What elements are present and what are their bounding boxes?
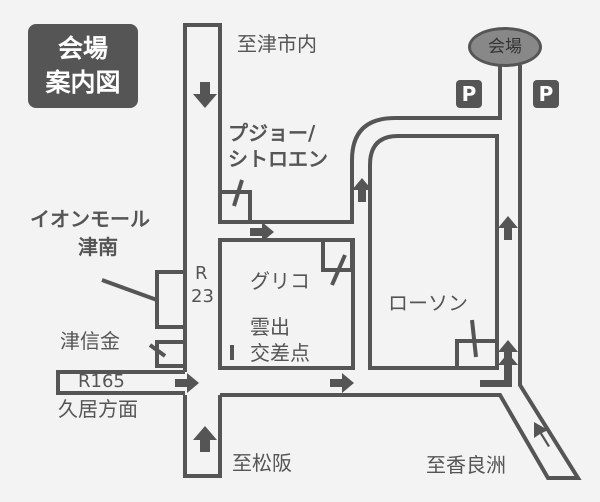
building-glico: [321, 238, 354, 272]
label-r23-2: 23: [191, 286, 214, 307]
arrow-right-icon: [175, 373, 199, 393]
block-lawson: [368, 134, 499, 370]
venue-marker: 会場: [468, 27, 542, 67]
block-glico: [218, 238, 355, 370]
building-peugeot: [218, 190, 252, 224]
arrow-down-icon: [193, 82, 217, 108]
parking-icon: P: [533, 80, 559, 108]
title-line-1: 会場: [57, 34, 108, 63]
label-tsu-shinkin: 津信金: [60, 329, 120, 353]
label-aeon-1: イオンモール: [30, 207, 150, 231]
label-r23-1: R: [195, 263, 208, 284]
arrow-up-icon: [498, 216, 518, 240]
label-to-matsusaka: 至松阪: [232, 451, 292, 475]
label-lawson: ローソン: [388, 291, 468, 315]
label-hisai: 久居方面: [58, 397, 138, 421]
road-r165: [56, 370, 185, 395]
arrow-up-icon: [352, 178, 372, 202]
label-kumoide-1: 雲出: [250, 315, 290, 339]
map-title: 会場 案内図: [28, 24, 138, 108]
label-to-tsu-city: 至津市内: [237, 32, 317, 56]
label-aeon-2: 津南: [78, 235, 118, 259]
turn-arrow-icon: [480, 353, 518, 387]
label-to-kohrasu: 至香良洲: [426, 453, 506, 477]
arrow-right-icon: [250, 222, 274, 242]
title-line-2: 案内図: [45, 68, 121, 97]
road-upper: [220, 65, 502, 224]
road-r23: [183, 23, 222, 372]
arrow-up-icon: [193, 426, 217, 452]
label-r165: R165: [78, 371, 125, 392]
arrow-right-icon: [330, 373, 354, 393]
road-r23-bottom: [183, 395, 222, 478]
parking-icon: P: [456, 80, 482, 108]
arrow-diagonal-icon: [534, 422, 550, 447]
building-tsu-shinkin: [155, 340, 187, 368]
arrow-up-icon: [498, 340, 518, 362]
label-peugeot-2: シトロエン: [228, 147, 328, 171]
label-kumoide-2: 交差点: [250, 341, 310, 365]
building-lawson: [455, 339, 499, 370]
label-peugeot-1: プジョー/: [228, 121, 316, 145]
road-right: [220, 65, 582, 480]
label-glico: グリコ: [250, 269, 310, 293]
building-aeon: [155, 270, 187, 329]
